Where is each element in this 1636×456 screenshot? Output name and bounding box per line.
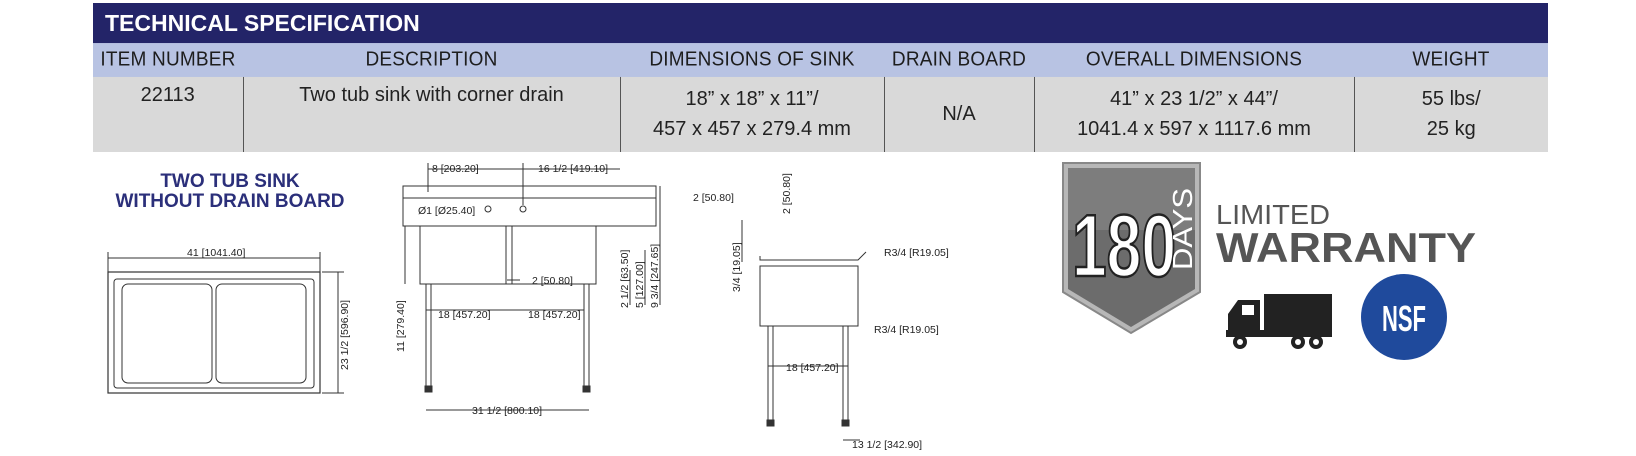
- front-bowl-dim-1: 18 [457.20]: [438, 309, 491, 321]
- side-dim-34: 3/4 [19.05]: [731, 242, 743, 292]
- front-leg-dim: 31 1/2 [800.10]: [472, 405, 542, 417]
- sink-dimensions-imperial: 18” x 18” x 11”/: [685, 88, 819, 110]
- side-radius-top: R3/4 [R19.05]: [884, 247, 949, 259]
- front-dim-5: 5 [127.00]: [634, 261, 646, 308]
- front-drain-dim: Ø1 [Ø25.40]: [418, 205, 475, 217]
- truck-icon: [1226, 294, 1332, 349]
- cell-item-number: 22113: [93, 76, 243, 152]
- technical-specification: TECHNICAL SPECIFICATION ITEM NUMBER DESC…: [93, 3, 1548, 152]
- drawing-label: TWO TUB SINK WITHOUT DRAIN BOARD: [100, 172, 360, 212]
- warranty-text: WARRANTY: [1216, 224, 1476, 271]
- top-width-dim: 41 [1041.40]: [187, 247, 245, 259]
- cell-weight: 55 lbs/ 25 kg: [1353, 76, 1548, 152]
- header-weight: WEIGHT: [1354, 43, 1548, 77]
- sink-dimensions-metric: 457 x 457 x 279.4 mm: [653, 118, 851, 140]
- front-bowl-dim-2: 18 [457.20]: [528, 309, 581, 321]
- front-dim-11: 11 [279.40]: [395, 300, 407, 352]
- cell-drain-board: N/A: [883, 76, 1034, 152]
- spec-table: ITEM NUMBER DESCRIPTION DIMENSIONS OF SI…: [93, 43, 1548, 152]
- cell-overall-dimensions: 41” x 23 1/2” x 44”/ 1041.4 x 597 x 1117…: [1033, 76, 1354, 152]
- front-dim-9: 9 3/4 [247.65]: [649, 244, 661, 308]
- warranty-limited: LIMITED: [1216, 199, 1330, 230]
- front-dim-16: 16 1/2 [419.10]: [538, 163, 608, 175]
- cell-description: Two tub sink with corner drain: [242, 76, 620, 152]
- top-view-drawing: [107, 252, 344, 394]
- header-drain-board: DRAIN BOARD: [884, 43, 1034, 77]
- warranty-number: 180: [1072, 196, 1176, 295]
- cell-sink-dimensions: 18” x 18” x 11”/ 457 x 457 x 279.4 mm: [619, 76, 884, 152]
- side-dim-13: 13 1/2 [342.90]: [852, 439, 922, 451]
- side-radius-bottom: R3/4 [R19.05]: [874, 324, 939, 336]
- drawing-label-line1: TWO TUB SINK: [160, 171, 300, 192]
- front-view-drawing: [402, 163, 661, 411]
- side-dim-2a: 2 [50.80]: [693, 192, 734, 204]
- header-dimensions-of-sink: DIMENSIONS OF SINK: [620, 43, 884, 77]
- warranty-badge: 180 DAYS: [1062, 162, 1201, 335]
- overall-dimensions-metric: 1041.4 x 597 x 1117.6 mm: [1077, 118, 1311, 140]
- spec-header-row: ITEM NUMBER DESCRIPTION DIMENSIONS OF SI…: [93, 43, 1548, 77]
- weight-imperial: 55 lbs/: [1421, 88, 1481, 110]
- top-depth-dim: 23 1/2 [596.90]: [339, 300, 351, 370]
- side-dim-2b: 2 [50.80]: [781, 173, 793, 214]
- side-dim-18: 18 [457.20]: [786, 362, 839, 374]
- spec-data-row: 22113 Two tub sink with corner drain 18”…: [93, 76, 1548, 152]
- front-dim-8: 8 [203.20]: [432, 163, 479, 175]
- nsf-text: NSF: [1382, 298, 1426, 339]
- header-overall-dimensions: OVERALL DIMENSIONS: [1034, 43, 1354, 77]
- drawing-label-line2: WITHOUT DRAIN BOARD: [115, 191, 345, 212]
- header-item-number: ITEM NUMBER: [93, 43, 243, 77]
- overall-dimensions-imperial: 41” x 23 1/2” x 44”/: [1110, 88, 1278, 110]
- front-dim-2: 2 [50.80]: [532, 275, 573, 287]
- spec-title: TECHNICAL SPECIFICATION: [93, 3, 1548, 44]
- nsf-logo: NSF: [1361, 274, 1447, 360]
- side-view-drawing: [741, 220, 867, 441]
- header-description: DESCRIPTION: [243, 43, 620, 77]
- warranty-days: DAYS: [1167, 188, 1198, 270]
- front-dim-2half: 2 1/2 [63.50]: [619, 250, 631, 308]
- weight-metric: 25 kg: [1426, 118, 1476, 140]
- dimension-labels: 41 [1041.40] 23 1/2 [596.90] 8 [203.20] …: [187, 163, 949, 451]
